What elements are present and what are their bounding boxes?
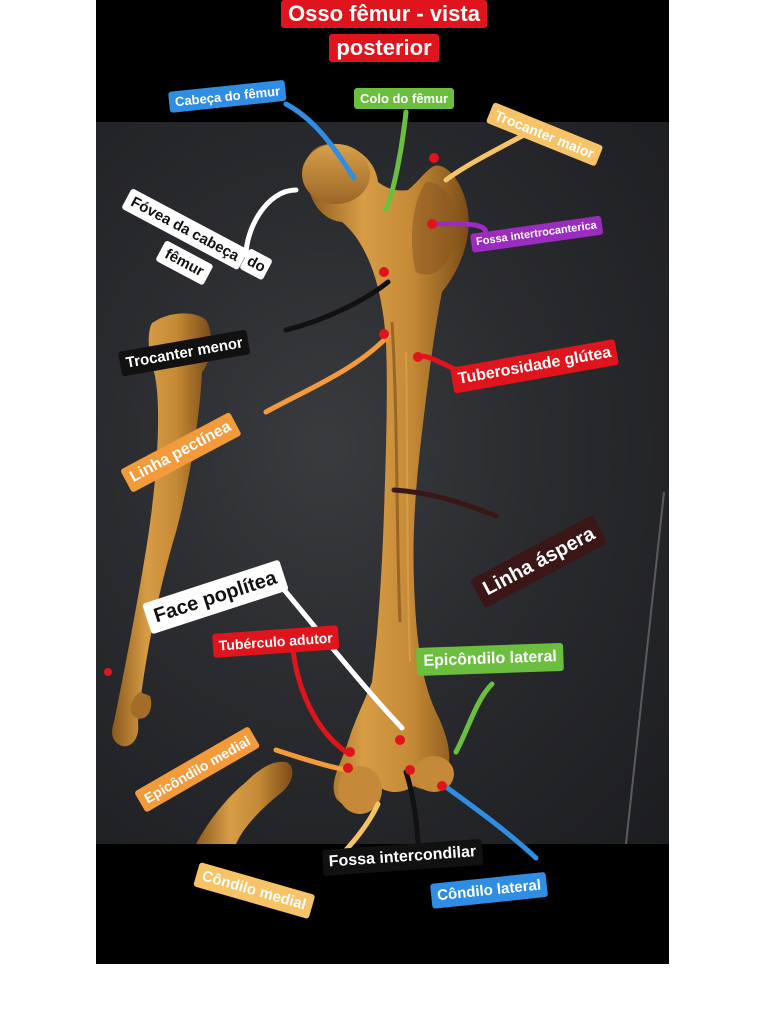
- leader-colo: [383, 109, 409, 213]
- medial-condyle-shape: [338, 766, 382, 814]
- leader-epicondilo-lateral: [453, 681, 495, 755]
- second-bone: [112, 313, 211, 747]
- partial-bone-bottom: [196, 761, 293, 844]
- label-epicondilo-lateral: Epicôndilo lateral: [416, 642, 565, 676]
- label-colo-femur: Colo do fêmur: [354, 88, 455, 109]
- leader-lines: [104, 101, 539, 875]
- leader-fovea: [243, 187, 299, 258]
- leader-tuberculo: [289, 637, 349, 755]
- leader-cabeca: [283, 101, 357, 181]
- leader-condilo-lateral: [439, 781, 539, 861]
- leader-trocanter-menor: [283, 279, 391, 333]
- table-edge-line: [625, 491, 665, 844]
- leader-pectinea: [263, 333, 391, 415]
- figure-canvas: Osso fêmur - vista posterior Cabeça do f…: [96, 0, 669, 964]
- leader-epicondilo-medial: [273, 747, 349, 773]
- figure-title-line2: posterior: [256, 34, 512, 62]
- marker-dots: [104, 153, 447, 791]
- second-bone-knob: [130, 692, 152, 719]
- bone-photo: [96, 122, 669, 844]
- figure-title-line1: Osso fêmur - vista: [256, 0, 512, 28]
- leader-aspera: [391, 487, 499, 519]
- leader-trocanter-maior: [443, 133, 525, 183]
- femur-body: [305, 143, 469, 807]
- femur-illustration: [112, 143, 665, 844]
- leader-poplitea: [273, 577, 405, 731]
- femoral-head: [302, 144, 370, 204]
- leader-fossa-intercondilar: [403, 769, 421, 845]
